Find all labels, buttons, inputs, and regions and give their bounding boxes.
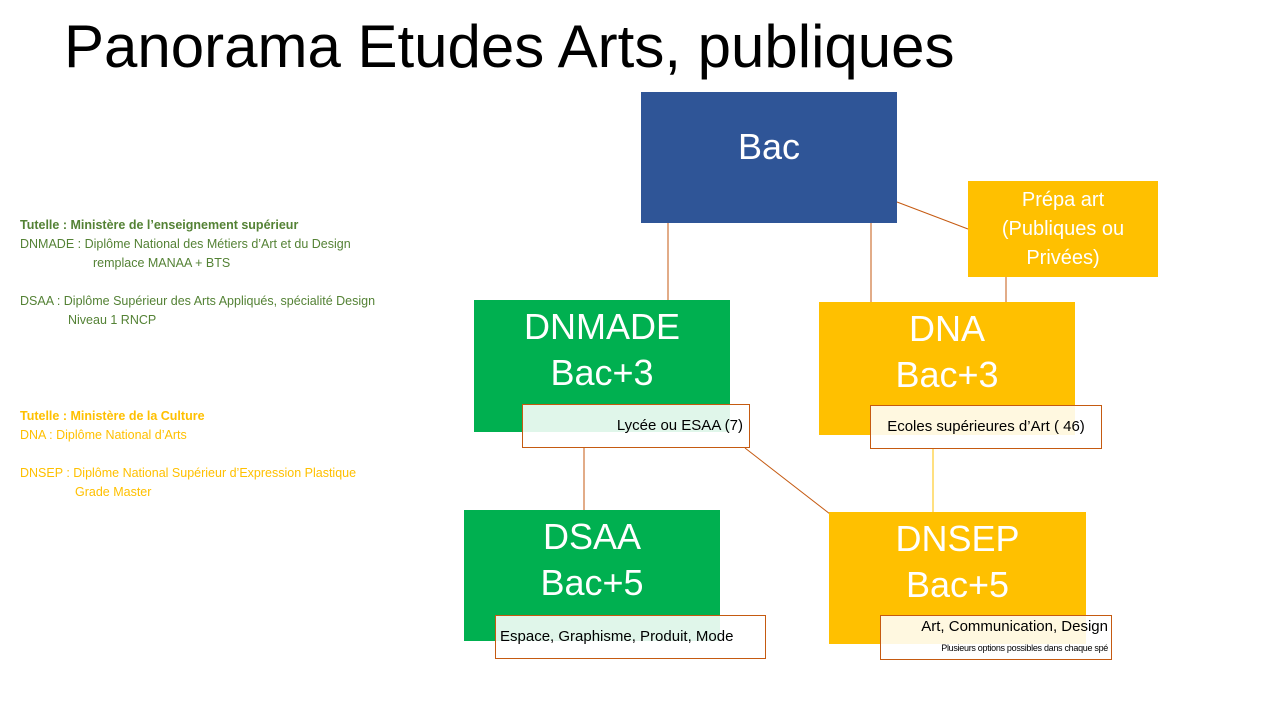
dna-name: DNA (908, 308, 985, 349)
culture-heading: Tutelle : Ministère de la Culture (20, 409, 205, 423)
dnmade-definition: DNMADE : Diplôme National des Métiers d’… (20, 237, 351, 251)
dnsep-name: DNSEP (895, 518, 1020, 559)
dsaa-level: Bac+5 (540, 562, 644, 603)
prepa-line: (Publiques ou (1001, 218, 1125, 240)
dna-label: Ecoles supérieures d’Art ( 46) (870, 405, 1102, 449)
dnmade-name: DNMADE (523, 306, 680, 347)
dnsep-label: Art, Communication, Design Plusieurs opt… (880, 615, 1112, 660)
dsaa-label-text: Espace, Graphisme, Produit, Mode (500, 628, 734, 645)
dsaa-name: DSAA (542, 516, 642, 557)
prepa-line: Prépa art (1021, 189, 1105, 211)
dna-label-text: Ecoles supérieures d’Art ( 46) (887, 418, 1085, 435)
higher-ed-notes: Tutelle : Ministère de l’enseignement su… (20, 216, 375, 330)
dnmade-level: Bac+3 (550, 352, 654, 393)
dnmade-label-text: Lycée ou ESAA (7) (616, 417, 743, 434)
page-title: Panorama Etudes Arts, publiques (64, 13, 955, 80)
bac-node: Bac (641, 92, 897, 223)
prepa-line: Privées) (1026, 247, 1100, 269)
dna-definition: DNA : Diplôme National d’Arts (20, 428, 187, 442)
connector-bac-prepa (896, 201, 969, 230)
dsaa-definition: DSAA : Diplôme Supérieur des Arts Appliq… (20, 294, 376, 308)
dnsep-label-text: Art, Communication, Design (921, 618, 1108, 635)
dnsep-definition: DNSEP : Diplôme National Supérieur d’Exp… (20, 466, 357, 480)
culture-notes: Tutelle : Ministère de la Culture DNA : … (20, 407, 356, 502)
dsaa-note: Niveau 1 RNCP (68, 313, 157, 327)
dnmade-label: Lycée ou ESAA (7) (522, 404, 750, 448)
higher-ed-heading: Tutelle : Ministère de l’enseignement su… (20, 218, 299, 232)
dsaa-label: Espace, Graphisme, Produit, Mode (495, 615, 766, 659)
dna-level: Bac+3 (895, 354, 999, 395)
prepa-node: Prépa art (Publiques ou Privées) (968, 181, 1158, 277)
dnmade-note: remplace MANAA + BTS (93, 256, 231, 270)
bac-label: Bac (737, 126, 801, 167)
connector-dnmade-dnsep (744, 447, 831, 515)
dnsep-sublabel-text: Plusieurs options possibles dans chaque … (941, 643, 1108, 653)
dnsep-note: Grade Master (75, 485, 152, 499)
dnsep-level: Bac+5 (905, 564, 1010, 605)
